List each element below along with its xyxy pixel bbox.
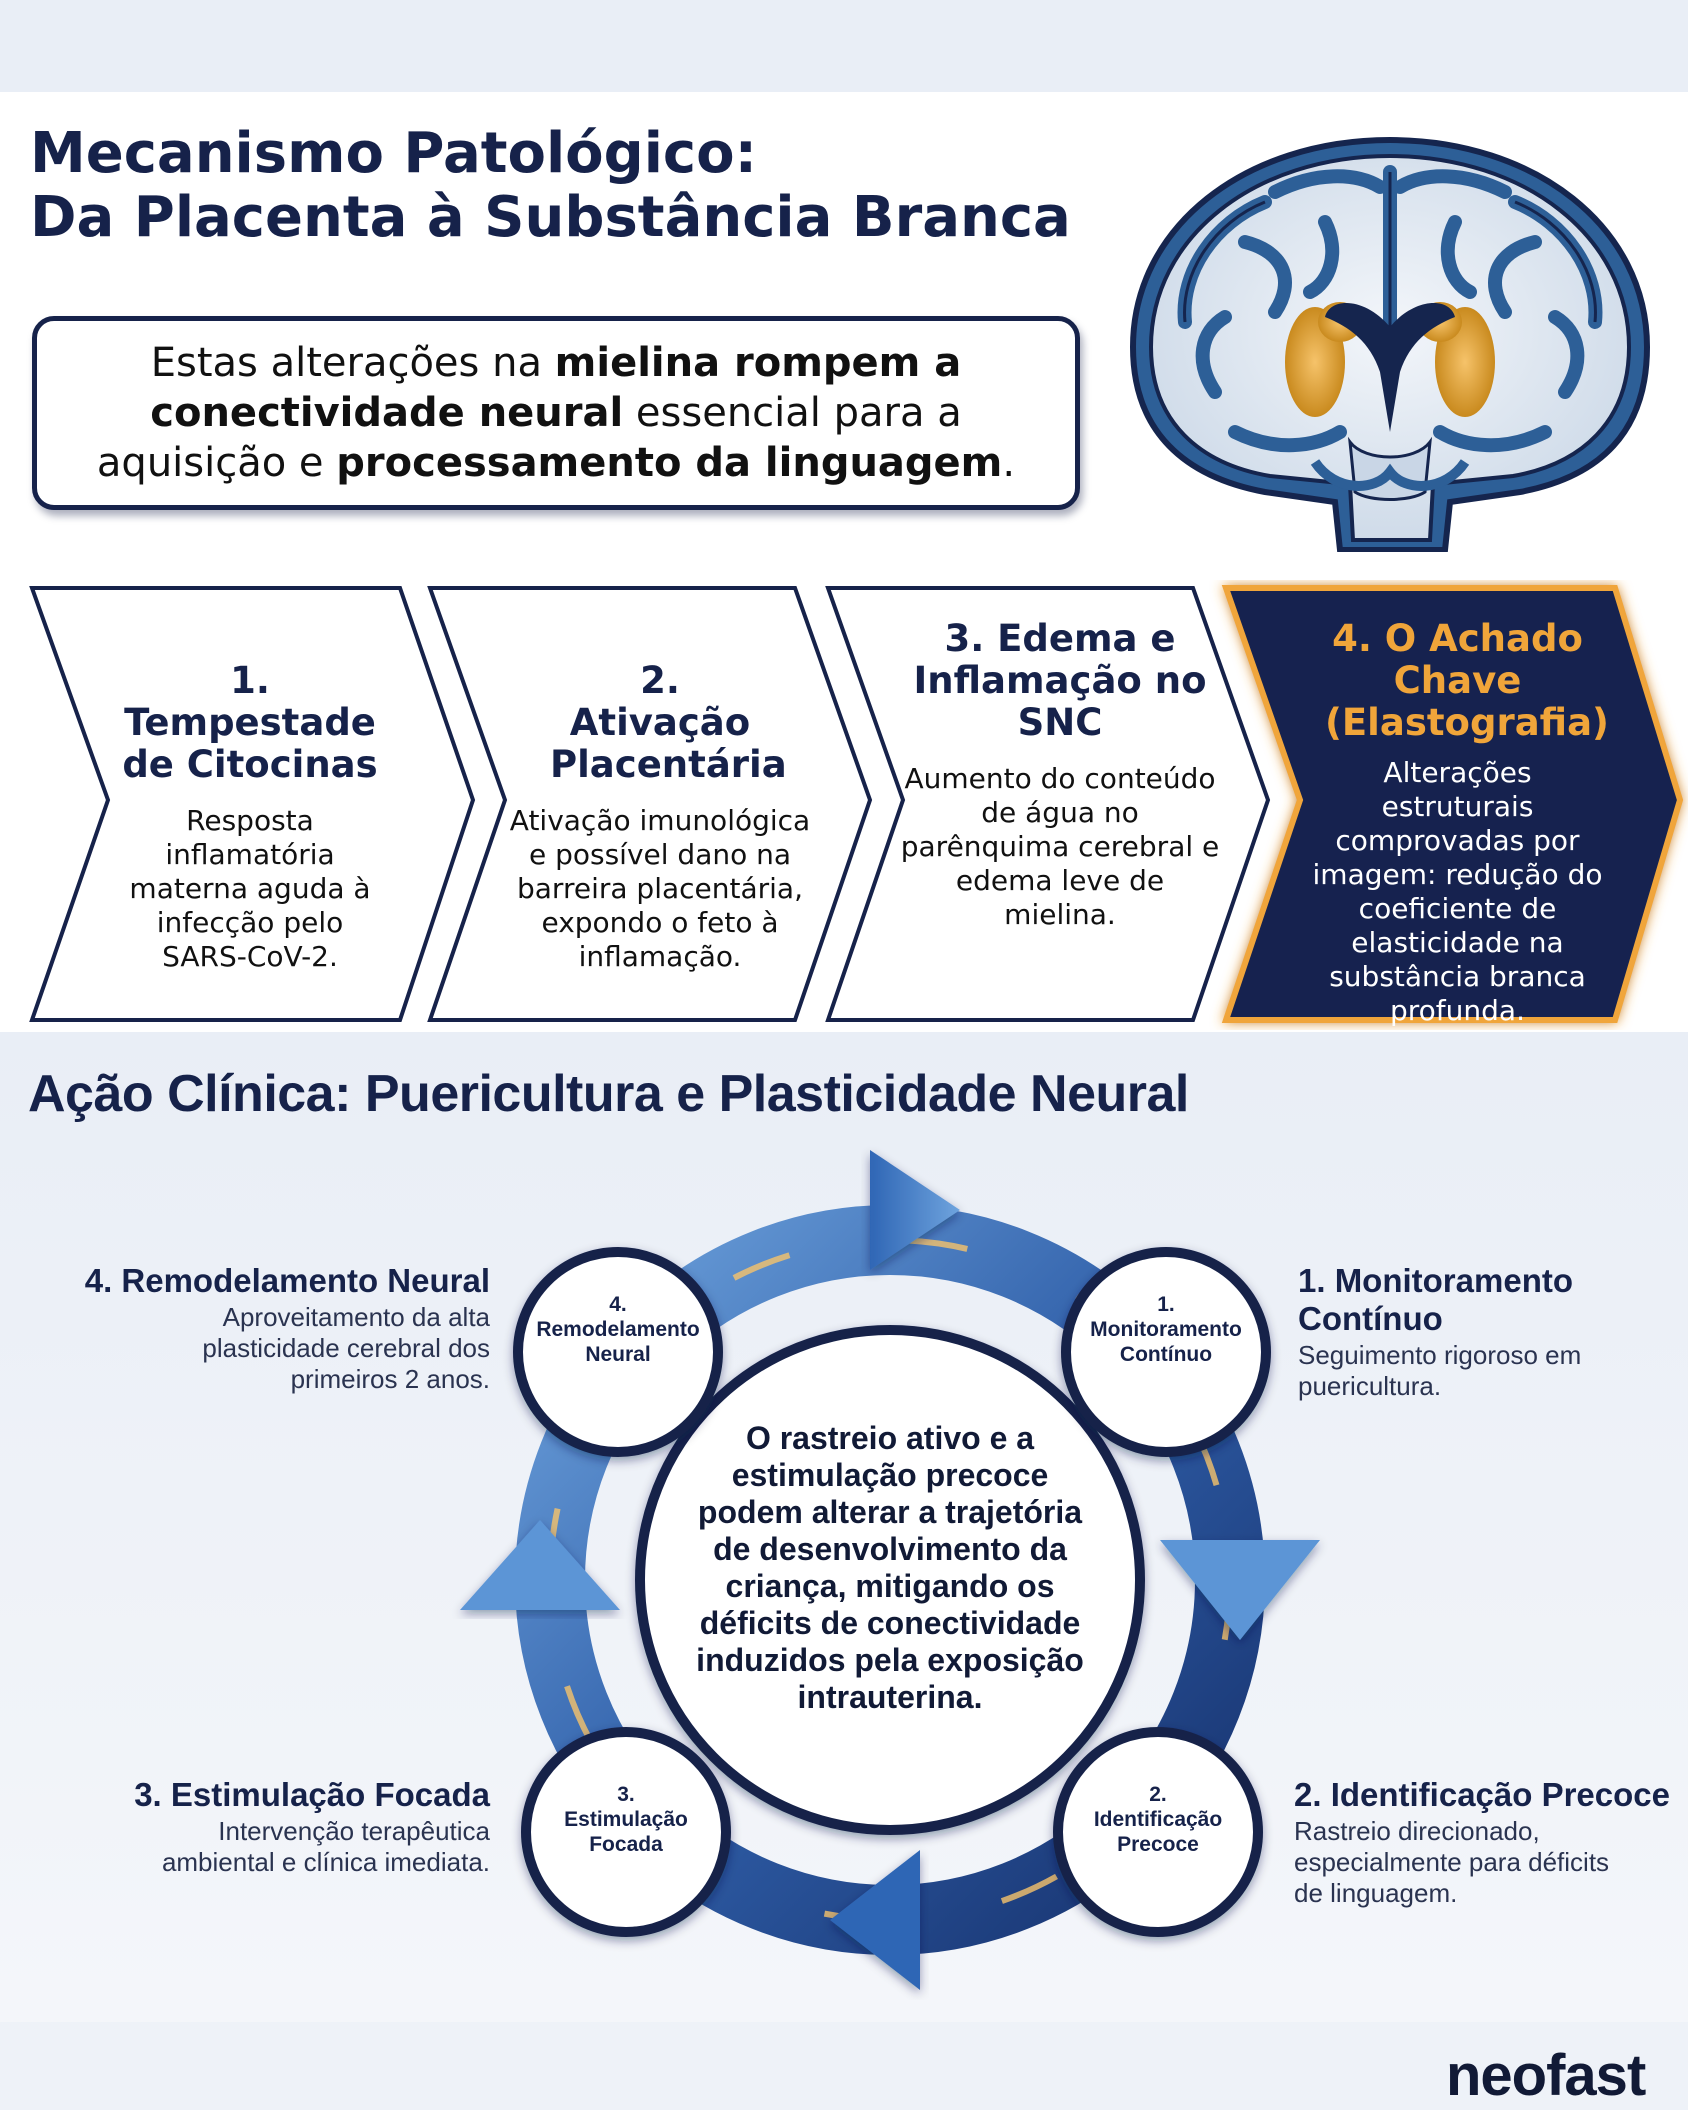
node-3-label: Estimulação Focada [564, 1808, 688, 1856]
chevron-step-3 [825, 586, 1271, 1022]
side-note-2-title: 2. Identificação Precoce [1294, 1776, 1671, 1813]
side-note-1-title: 1. Monitoramento Contínuo [1298, 1262, 1574, 1337]
step-2: 2. Ativação Placentária Ativação imunoló… [500, 660, 820, 974]
node-4: 4. Remodelamento Neural [528, 1292, 708, 1367]
callout-bold-2: processamento da linguagem [336, 440, 1003, 486]
circular-arrows-icon [460, 1150, 1320, 1990]
node-1-label: Monitoramento Contínuo [1090, 1318, 1242, 1366]
side-note-3-desc: Intervenção terapêutica ambiental e clín… [161, 1816, 490, 1877]
step-4: 4. O Achado Chave (Elastografia) Alteraç… [1305, 618, 1610, 1028]
chevron-step-2 [427, 586, 873, 1022]
node-2: 2. Identificação Precoce [1068, 1782, 1248, 1857]
brand-logo: neofast [1446, 2043, 1646, 2108]
side-note-1-desc: Seguimento rigoroso em puericultura. [1298, 1340, 1582, 1401]
step-3-title: 3. Edema e Inflamação no SNC [913, 617, 1207, 744]
step-4-desc: Alterações estruturais comprovadas por i… [1312, 756, 1603, 1027]
top-band [0, 0, 1688, 92]
side-note-2-desc: Rastreio direcionado, especialmente para… [1294, 1816, 1610, 1908]
callout-text: Estas alterações na mielina rompem a con… [67, 338, 1045, 488]
step-2-title: 2. Ativação Placentária [550, 659, 787, 786]
node-4-num: 4. [609, 1293, 627, 1316]
pathway-chevrons [29, 585, 1684, 1023]
side-note-2: 2. Identificação Precoce Rastreio direci… [1294, 1776, 1674, 1909]
callout-text-1: Estas alterações na [150, 340, 555, 386]
node-4-label: Remodelamento Neural [536, 1318, 700, 1366]
cycle-center-text: O rastreio ativo e a estimulação precoce… [696, 1420, 1084, 1715]
side-note-4-title: 4. Remodelamento Neural [84, 1262, 490, 1299]
side-note-4: 4. Remodelamento Neural Aproveitamento d… [80, 1262, 490, 1395]
node-3-num: 3. [617, 1783, 635, 1806]
page-title: Mecanismo Patológico: Da Placenta à Subs… [30, 122, 1071, 250]
callout-bold-1: mielina rompem a conectividade neural [150, 340, 962, 436]
node-3: 3. Estimulação Focada [536, 1782, 716, 1857]
side-note-4-desc: Aproveitamento da alta plasticidade cere… [202, 1302, 490, 1394]
side-note-1: 1. Monitoramento Contínuo Seguimento rig… [1298, 1262, 1658, 1402]
step-1-desc: Resposta inflamatória materna aguda à in… [129, 804, 371, 973]
step-1: 1. Tempestade de Citocinas Resposta infl… [100, 660, 400, 974]
title-line-1: Mecanismo Patológico: [30, 121, 757, 186]
step-2-desc: Ativação imunológica e possível dano na … [509, 804, 811, 973]
step-4-title: 4. O Achado Chave (Elastografia) [1325, 617, 1609, 744]
callout-text-2: essencial para a aquisição e [96, 390, 962, 486]
node-1-num: 1. [1157, 1293, 1175, 1316]
cycle-node-circles [513, 1247, 1271, 1937]
node-2-num: 2. [1149, 1783, 1167, 1806]
section-title: Ação Clínica: Puericultura e Plasticidad… [28, 1065, 1189, 1123]
step-3: 3. Edema e Inflamação no SNC Aumento do … [900, 618, 1220, 932]
chevron-step-4 [1221, 585, 1684, 1023]
brain-mri-icon [1129, 136, 1651, 552]
title-line-2: Da Placenta à Substância Branca [30, 185, 1071, 250]
callout-box: Estas alterações na mielina rompem a con… [32, 316, 1080, 510]
step-1-title: 1. Tempestade de Citocinas [122, 659, 378, 786]
node-2-label: Identificação Precoce [1093, 1808, 1223, 1856]
side-note-3: 3. Estimulação Focada Intervenção terapê… [100, 1776, 490, 1878]
side-note-3-title: 3. Estimulação Focada [134, 1776, 490, 1813]
callout-text-3: . [1002, 440, 1016, 486]
chevron-step-1 [29, 586, 476, 1022]
node-1: 1. Monitoramento Contínuo [1076, 1292, 1256, 1367]
step-3-desc: Aumento do conteúdo de água no parênquim… [900, 762, 1220, 931]
